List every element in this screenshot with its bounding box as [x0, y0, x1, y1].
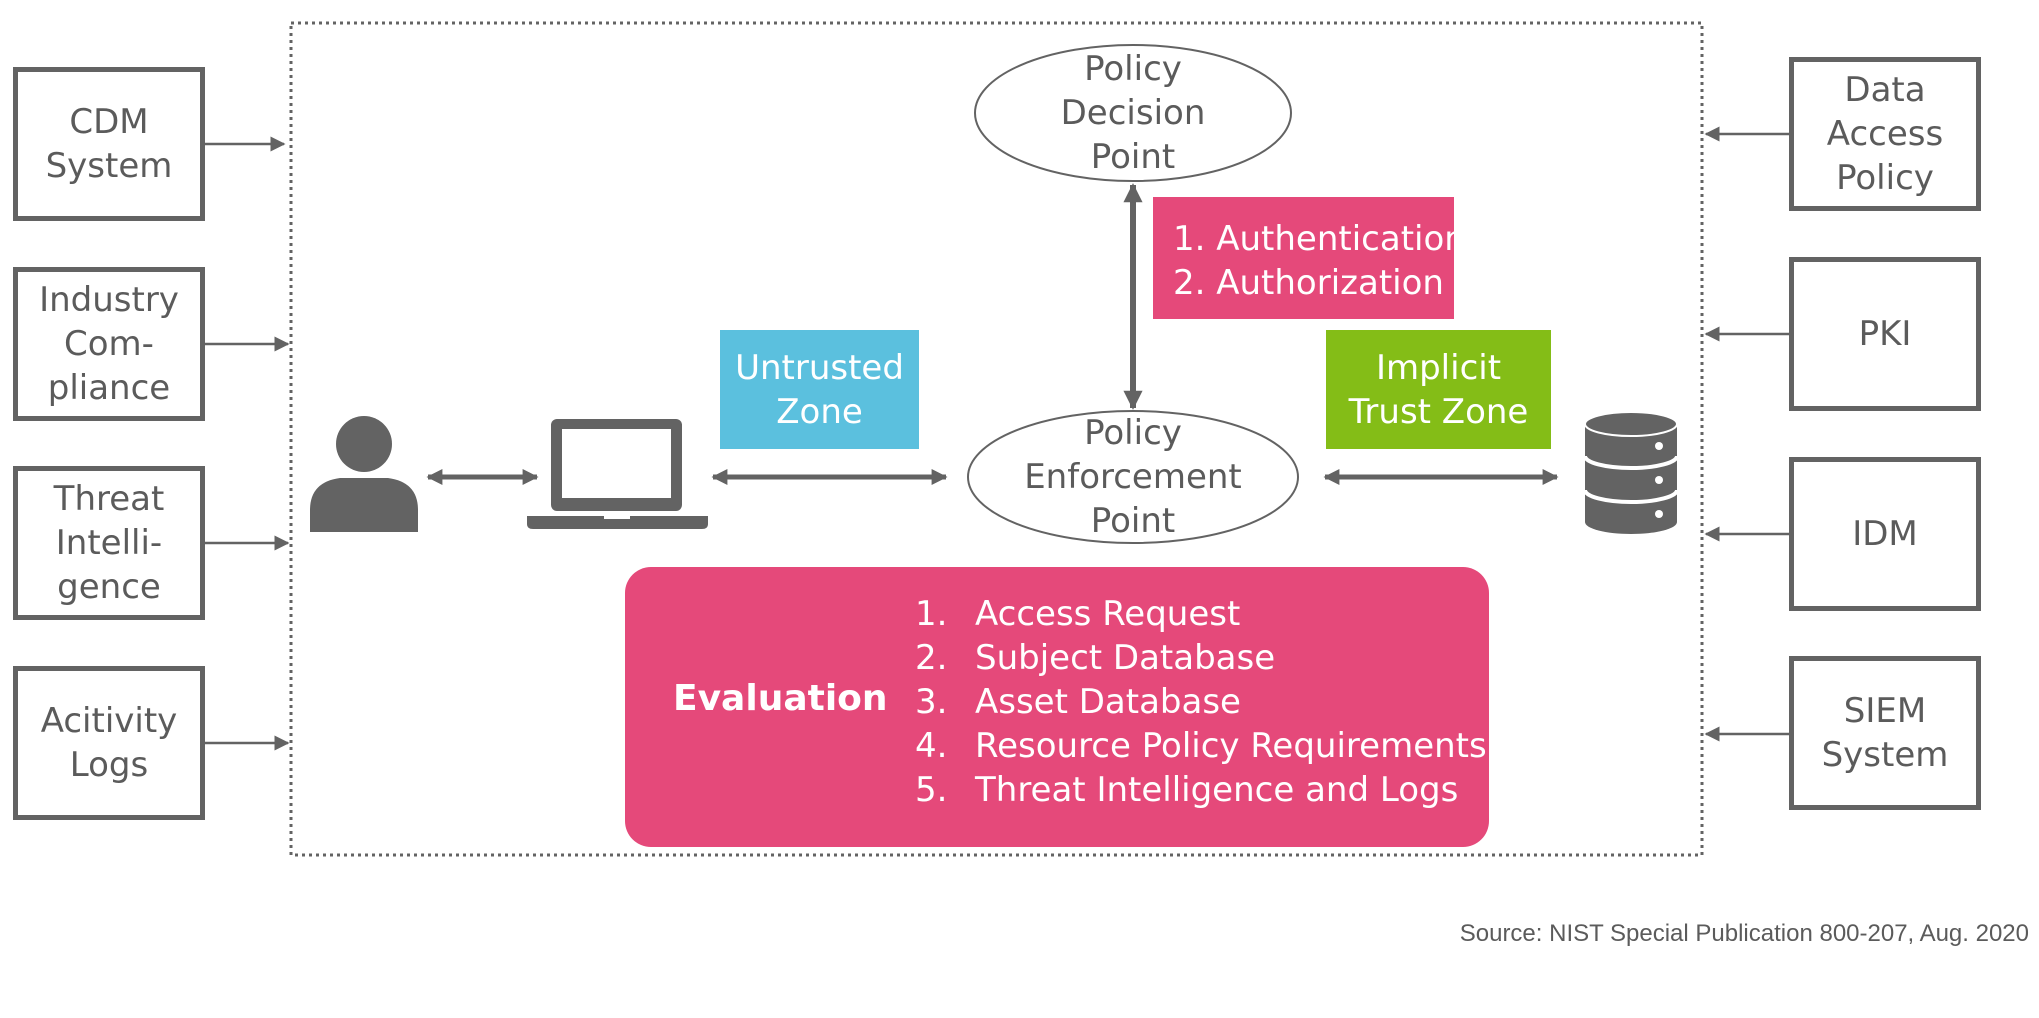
source-data-access-policy-label: Data Access Policy: [1826, 70, 1944, 198]
pdp-label-text: Policy Decision Point: [1060, 49, 1206, 177]
evaluation-list: 1. Access Request 2. Subject Database 3.…: [915, 592, 1487, 812]
laptop-icon: [527, 419, 708, 529]
source-pki: PKI: [1789, 257, 1981, 411]
source-data-access-policy: Data Access Policy: [1789, 57, 1981, 211]
input-activity-logs: Acitivity Logs: [13, 666, 205, 820]
untrusted-zone: Untrusted Zone: [720, 330, 919, 449]
source-idm-label: IDM: [1852, 514, 1918, 554]
evaluation-item: 5. Threat Intelligence and Logs: [915, 768, 1487, 812]
source-siem-system: SIEM System: [1789, 656, 1981, 810]
evaluation-item-number: 5.: [915, 770, 948, 810]
pep-label-text: Policy Enforcement Point: [1024, 413, 1242, 541]
input-threat-intelligence: Threat Intelli- gence: [13, 466, 205, 620]
evaluation-item: 1. Access Request: [915, 592, 1487, 636]
pep-ellipse: [967, 410, 1299, 544]
input-threat-intelligence-label: Threat Intelli- gence: [53, 479, 165, 607]
database-icon: [1583, 411, 1679, 534]
input-industry-compliance: Industry Com- pliance: [13, 267, 205, 421]
untrusted-zone-label: Untrusted Zone: [735, 347, 904, 432]
pep-label: Policy Enforcement Point: [968, 411, 1298, 543]
input-industry-compliance-label: Industry Com- pliance: [39, 280, 179, 408]
input-cdm-system: CDM System: [13, 67, 205, 221]
user-icon: [310, 416, 418, 532]
auth-step-authorization: 2. Authorization: [1173, 263, 1444, 303]
evaluation-item-number: 3.: [915, 682, 948, 722]
evaluation-title: Evaluation: [673, 678, 888, 719]
evaluation-item-number: 2.: [915, 638, 948, 678]
input-cdm-system-label: CDM System: [45, 102, 173, 186]
evaluation-item-text: Threat Intelligence and Logs: [975, 770, 1459, 810]
implicit-trust-zone: Implicit Trust Zone: [1326, 330, 1551, 449]
evaluation-item-text: Resource Policy Requirements: [975, 726, 1487, 766]
pdp-label: Policy Decision Point: [975, 46, 1291, 180]
source-note: Source: NIST Special Publication 800-207…: [1459, 920, 2029, 947]
evaluation-item: 2. Subject Database: [915, 636, 1487, 680]
evaluation-item-number: 1.: [915, 594, 948, 634]
input-activity-logs-label: Acitivity Logs: [40, 701, 178, 785]
pdp-ellipse: [974, 44, 1292, 182]
evaluation-item: 4. Resource Policy Requirements: [915, 724, 1487, 768]
evaluation-item: 3. Asset Database: [915, 680, 1487, 724]
source-idm: IDM: [1789, 457, 1981, 611]
evaluation-item-text: Asset Database: [975, 682, 1241, 722]
dotted-boundary: [289, 21, 1704, 857]
evaluation-box: Evaluation 1. Access Request 2. Subject …: [625, 567, 1489, 847]
implicit-trust-zone-label: Implicit Trust Zone: [1348, 347, 1529, 432]
auth-step-authentication: 1. Authentication: [1173, 219, 1466, 259]
auth-steps-box: 1. Authentication 2. Authorization: [1153, 197, 1466, 319]
source-siem-system-label: SIEM System: [1821, 691, 1949, 775]
source-pki-label: PKI: [1858, 314, 1912, 354]
evaluation-item-text: Subject Database: [975, 638, 1276, 678]
evaluation-item-number: 4.: [915, 726, 948, 766]
evaluation-item-text: Access Request: [975, 594, 1241, 634]
